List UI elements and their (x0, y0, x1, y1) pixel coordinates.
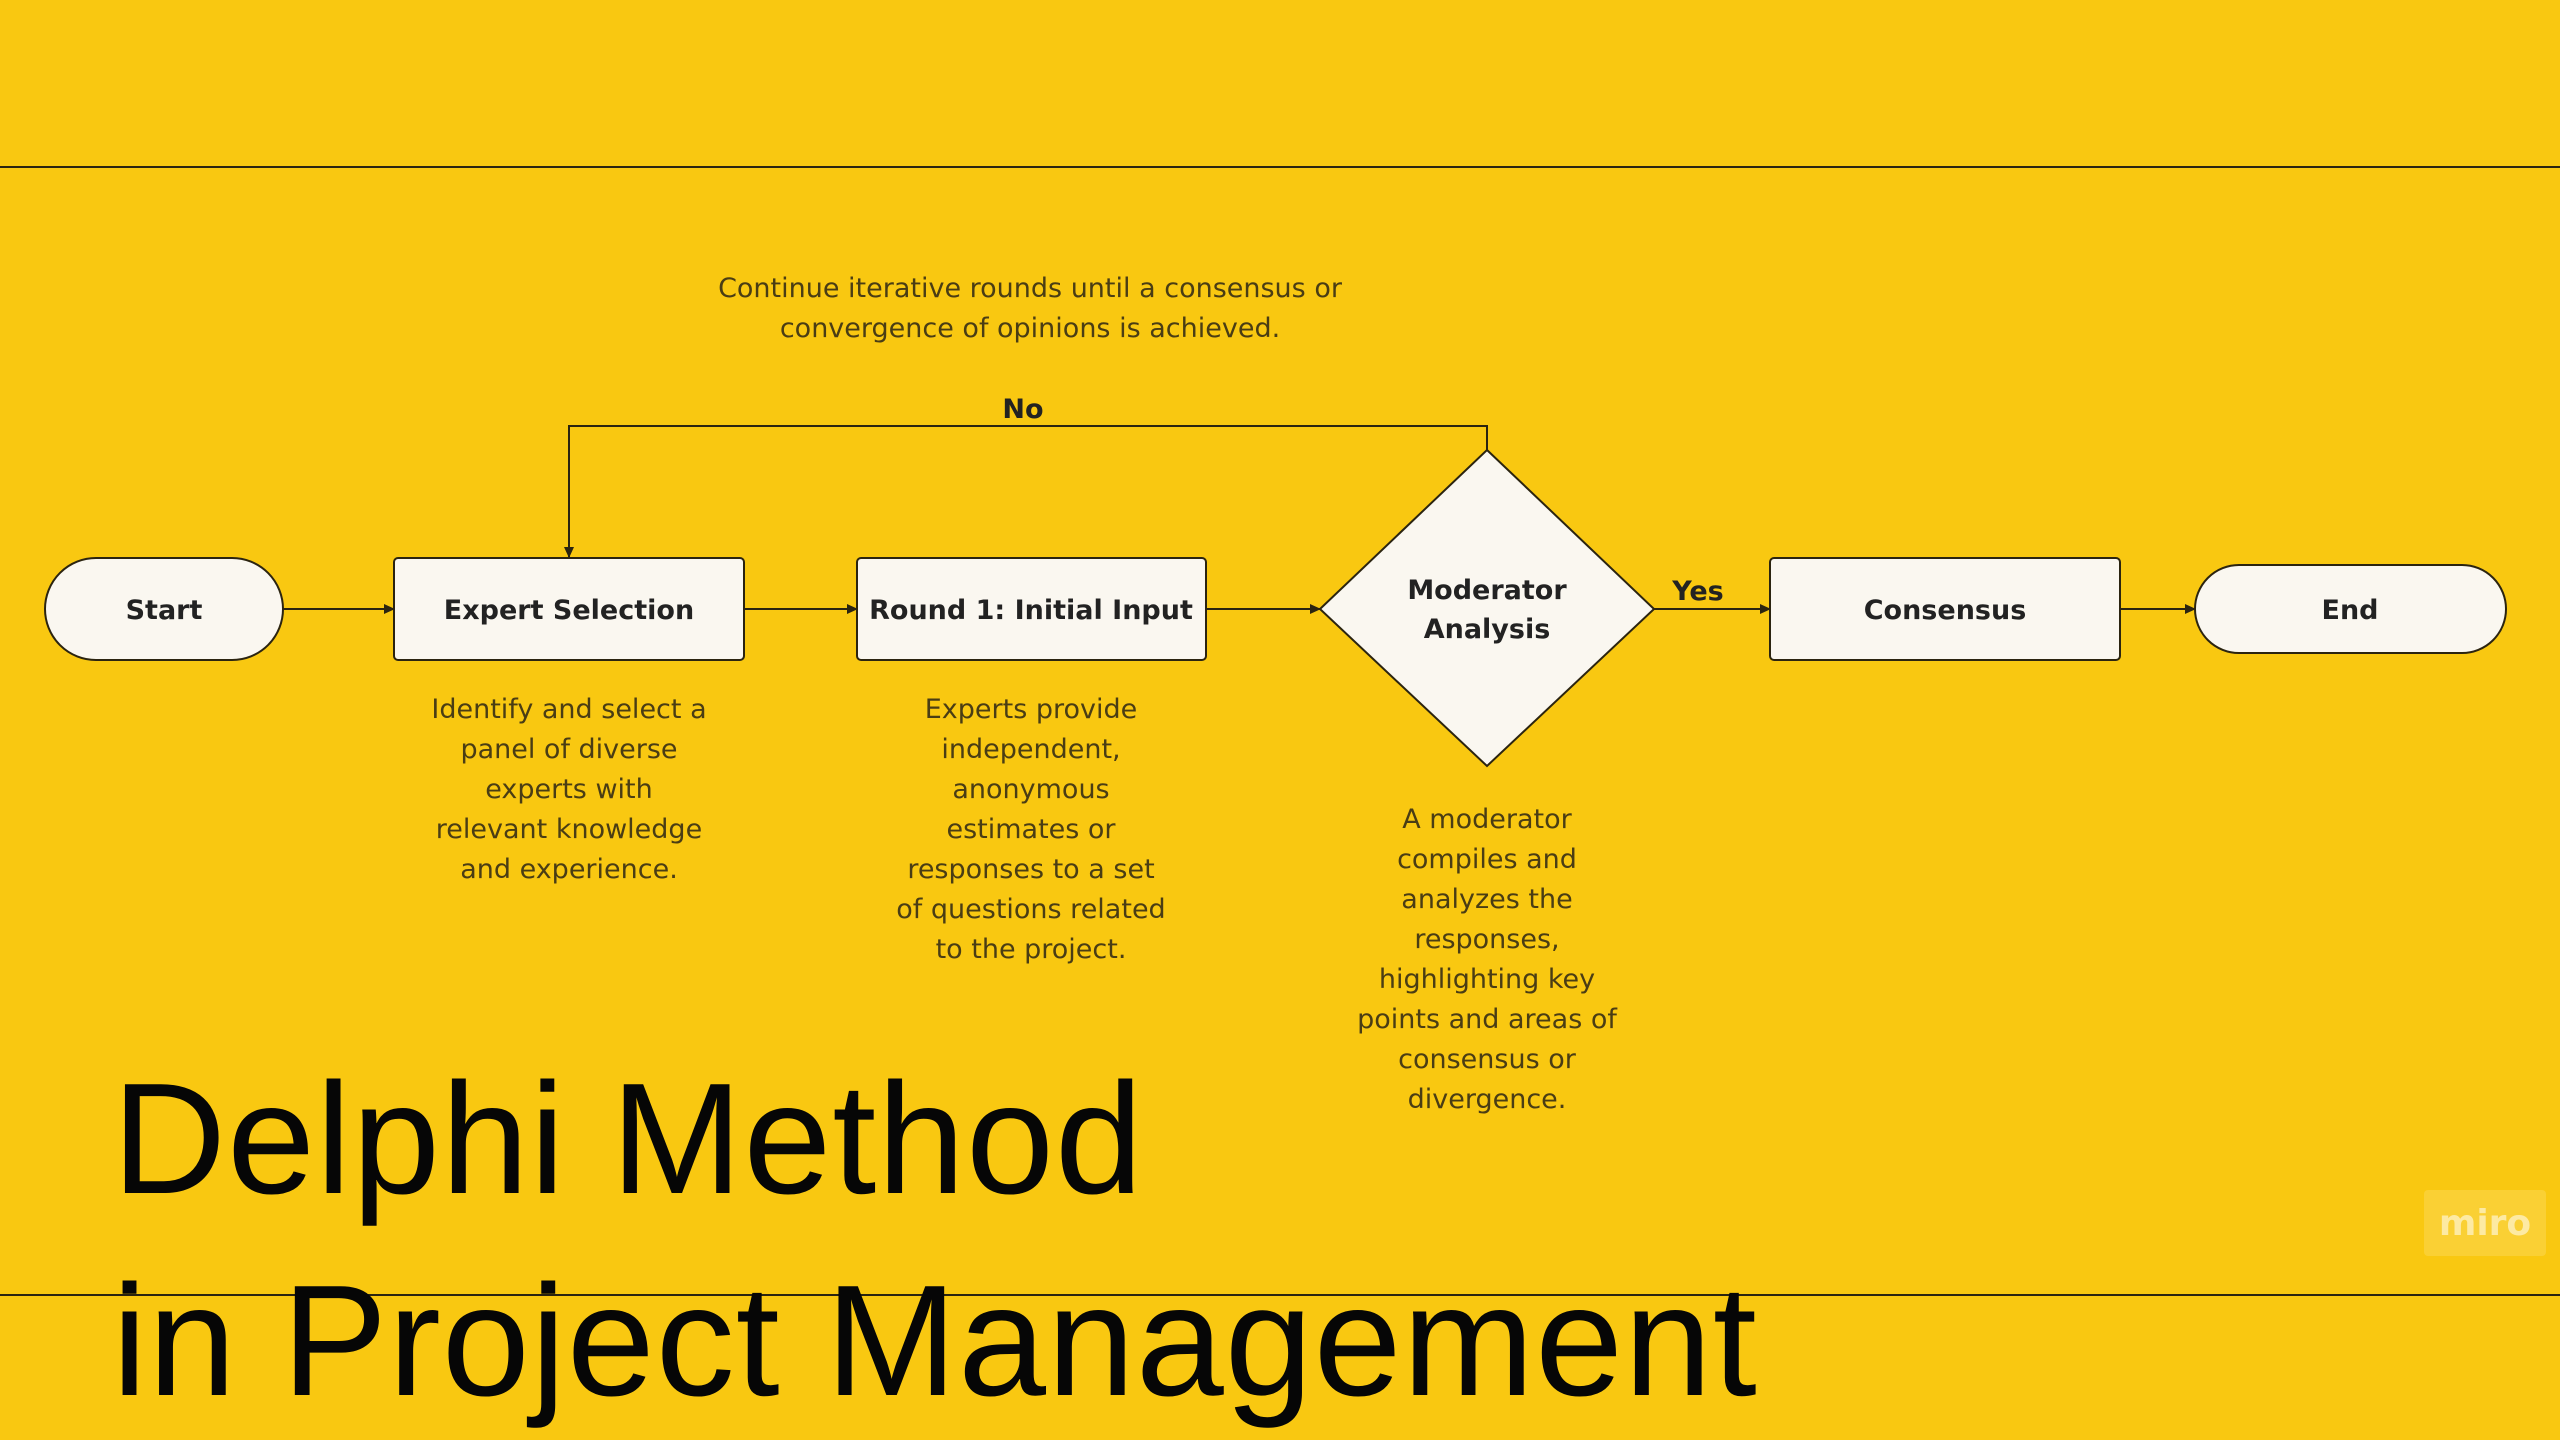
round1-note-line: estimates or (946, 814, 1116, 845)
expert-selection-note-line: Identify and select a (431, 694, 707, 725)
moderator-node-label-line2: Analysis (1424, 614, 1551, 645)
loop-note-line: convergence of opinions is achieved. (779, 313, 1281, 344)
moderator-note-line: divergence. (1407, 1084, 1567, 1115)
consensus-node (1769, 557, 2121, 661)
moderator-note-line: A moderator (1402, 804, 1572, 835)
round1-note-line: of questions related (896, 894, 1166, 925)
expert-selection-note-line: relevant knowledge (435, 814, 703, 845)
end-node (2194, 564, 2507, 654)
expert-selection-node (393, 557, 745, 661)
moderator-note-line: analyzes the (1401, 884, 1573, 915)
page-title-line2: in Project Management (112, 1253, 1758, 1429)
bottom-divider (0, 1294, 2560, 1296)
moderator-note-line: compiles and (1397, 844, 1577, 875)
loop-note: Continue iterative rounds until a consen… (620, 269, 1440, 349)
start-node (44, 557, 284, 661)
edge-label-no: No (1002, 394, 1043, 425)
top-divider (0, 166, 2560, 168)
moderator-node-label-line1: Moderator (1407, 575, 1567, 606)
page-title-line1: Delphi Method (112, 1051, 1144, 1227)
moderator-note-line: consensus or (1398, 1044, 1576, 1075)
round1-note-line: anonymous (952, 774, 1110, 805)
consensus-node-label: Consensus (1864, 595, 2027, 626)
moderator-note-line: responses, (1414, 924, 1560, 955)
moderator-decision-node (1318, 448, 1656, 768)
expert-selection-note: Identify and select a panel of diverse e… (389, 690, 749, 890)
start-node-label: Start (126, 595, 203, 626)
round1-note-line: to the project. (935, 934, 1127, 965)
expert-selection-note-line: experts with (485, 774, 653, 805)
expert-selection-note-line: and experience. (460, 854, 678, 885)
edge-moderator-loop-back (564, 425, 1488, 558)
round1-note-line: independent, (941, 734, 1121, 765)
round1-node-label: Round 1: Initial Input (869, 595, 1193, 626)
expert-selection-note-line: panel of diverse (460, 734, 678, 765)
end-node-label: End (2322, 595, 2379, 626)
round1-node (856, 557, 1207, 661)
moderator-note: A moderator compiles and analyzes the re… (1307, 800, 1667, 1120)
edge-label-yes: Yes (1671, 576, 1723, 607)
round1-note-line: responses to a set (907, 854, 1155, 885)
round1-note: Experts provide independent, anonymous e… (851, 690, 1211, 970)
moderator-note-line: highlighting key (1378, 964, 1596, 995)
round1-note-line: Experts provide (924, 694, 1138, 725)
moderator-note-line: points and areas of (1357, 1004, 1617, 1035)
loop-note-line: Continue iterative rounds until a consen… (718, 273, 1342, 304)
miro-watermark: miro (2424, 1190, 2546, 1256)
expert-selection-node-label: Expert Selection (444, 595, 694, 626)
